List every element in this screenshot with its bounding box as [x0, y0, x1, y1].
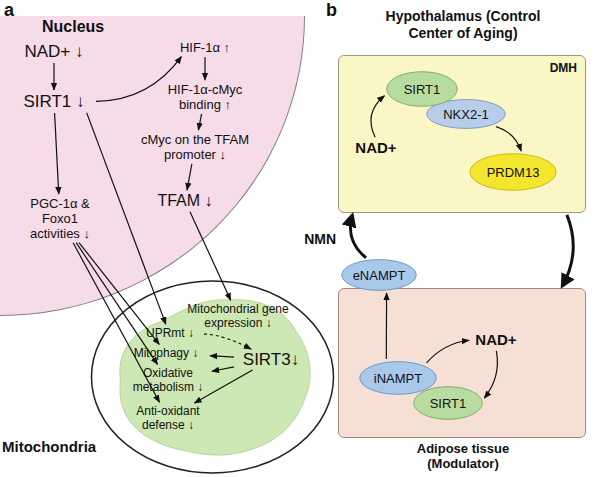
- node-text: PRDM13: [487, 165, 540, 180]
- ellipse-shape: [427, 100, 505, 129]
- node-text: Mitochondrial gene expression ↓: [178, 302, 298, 330]
- connector-arrow: [53, 63, 54, 90]
- ellipse-shape: [342, 260, 416, 291]
- ellipse-shape: [360, 362, 436, 395]
- ellipse-shape: [414, 387, 483, 420]
- node-text: Adipose tissue (Modulator): [403, 441, 523, 471]
- connector-arrow: [562, 215, 573, 286]
- protein-label: SIRT1 ↓: [14, 92, 94, 111]
- tissue-box: Adipose tissue (Modulator)eNAMPTiNAMPTSI…: [338, 288, 586, 438]
- edge-label: NMN: [304, 231, 336, 247]
- node-text: iNAMPT: [374, 371, 422, 386]
- process-label: Oxidative metabolism ↓: [126, 366, 210, 394]
- ellipse-shape: [387, 72, 458, 107]
- metabolite-label: NAD+: [471, 331, 521, 349]
- node-text: SIRT1 ↓: [14, 92, 94, 111]
- process-label: UPRmt ↓: [138, 326, 202, 340]
- node-text: SIRT1: [430, 396, 467, 411]
- node-text: NAD+: [471, 331, 521, 349]
- process-label: Mitochondrial gene expression ↓: [178, 302, 298, 330]
- node-text: NAD+ ↓: [14, 42, 94, 61]
- protein-ellipse: PRDM13: [469, 153, 557, 191]
- protein-ellipse: SIRT1: [386, 71, 458, 107]
- process-label: cMyc on the TFAM promoter ↓: [140, 132, 250, 162]
- node-text: Mitophagy ↓: [124, 346, 208, 360]
- node-text: TFAM ↓: [140, 192, 230, 210]
- node-text: eNAMPT: [353, 268, 406, 283]
- process-label: Anti-oxidant defense ↓: [120, 404, 216, 432]
- node-text: SIRT3↓: [236, 350, 306, 369]
- node-text: SIRT1: [404, 82, 441, 97]
- connector-arrow: [350, 215, 366, 258]
- node-text: Mitochondria: [2, 438, 96, 455]
- connector-arrow: [204, 57, 205, 80]
- protein-label: TFAM ↓: [140, 192, 230, 210]
- node-text: cMyc on the TFAM promoter ↓: [140, 132, 250, 162]
- process-label: HIF-1α-cMyc binding ↑: [160, 82, 250, 112]
- mitochondrion-matrix: [120, 300, 310, 455]
- process-label: Mitophagy ↓: [124, 346, 208, 360]
- ellipse-shape: [470, 154, 556, 190]
- node-text: UPRmt ↓: [138, 326, 202, 340]
- node-text: PGC-1α & Foxo1 activities ↓: [20, 196, 100, 241]
- panel-letter: a: [4, 0, 14, 21]
- enzyme-ellipse: iNAMPT: [359, 361, 437, 395]
- mitochondrion: MitochondriaMitochondrial gene expressio…: [90, 280, 335, 474]
- mitochondrion-membrane: [92, 281, 334, 473]
- enzyme-ellipse: eNAMPT: [341, 259, 417, 291]
- nucleus-region: NucleusNAD+ ↓ SIRT1 ↓ HIF-1α ↑ HIF-1α-cMyc …: [0, 16, 305, 316]
- node-subtext: DMH: [550, 61, 577, 75]
- tissue-box: Hypothalamus (Control Center of Aging)DM…: [338, 55, 586, 213]
- node-text: Hypothalamus (Control Center of Aging): [363, 8, 563, 42]
- protein-label: HIF-1α ↑: [160, 40, 250, 55]
- node-text: Oxidative metabolism ↓: [126, 366, 210, 394]
- protein-label: SIRT3↓: [236, 350, 306, 369]
- node-text: Anti-oxidant defense ↓: [120, 404, 216, 432]
- node-text: NAD+: [351, 139, 401, 157]
- metabolite-label: NAD+: [351, 139, 401, 157]
- process-label: PGC-1α & Foxo1 activities ↓: [20, 196, 100, 241]
- node-text: HIF-1α ↑: [160, 40, 250, 55]
- node-text: HIF-1α-cMyc binding ↑: [160, 82, 250, 112]
- node-text: Nucleus: [42, 18, 104, 36]
- panel-letter: b: [326, 0, 337, 21]
- metabolite-label: NAD+ ↓: [14, 42, 94, 61]
- node-text: NKX2-1: [443, 107, 489, 122]
- protein-ellipse: SIRT1: [413, 386, 483, 420]
